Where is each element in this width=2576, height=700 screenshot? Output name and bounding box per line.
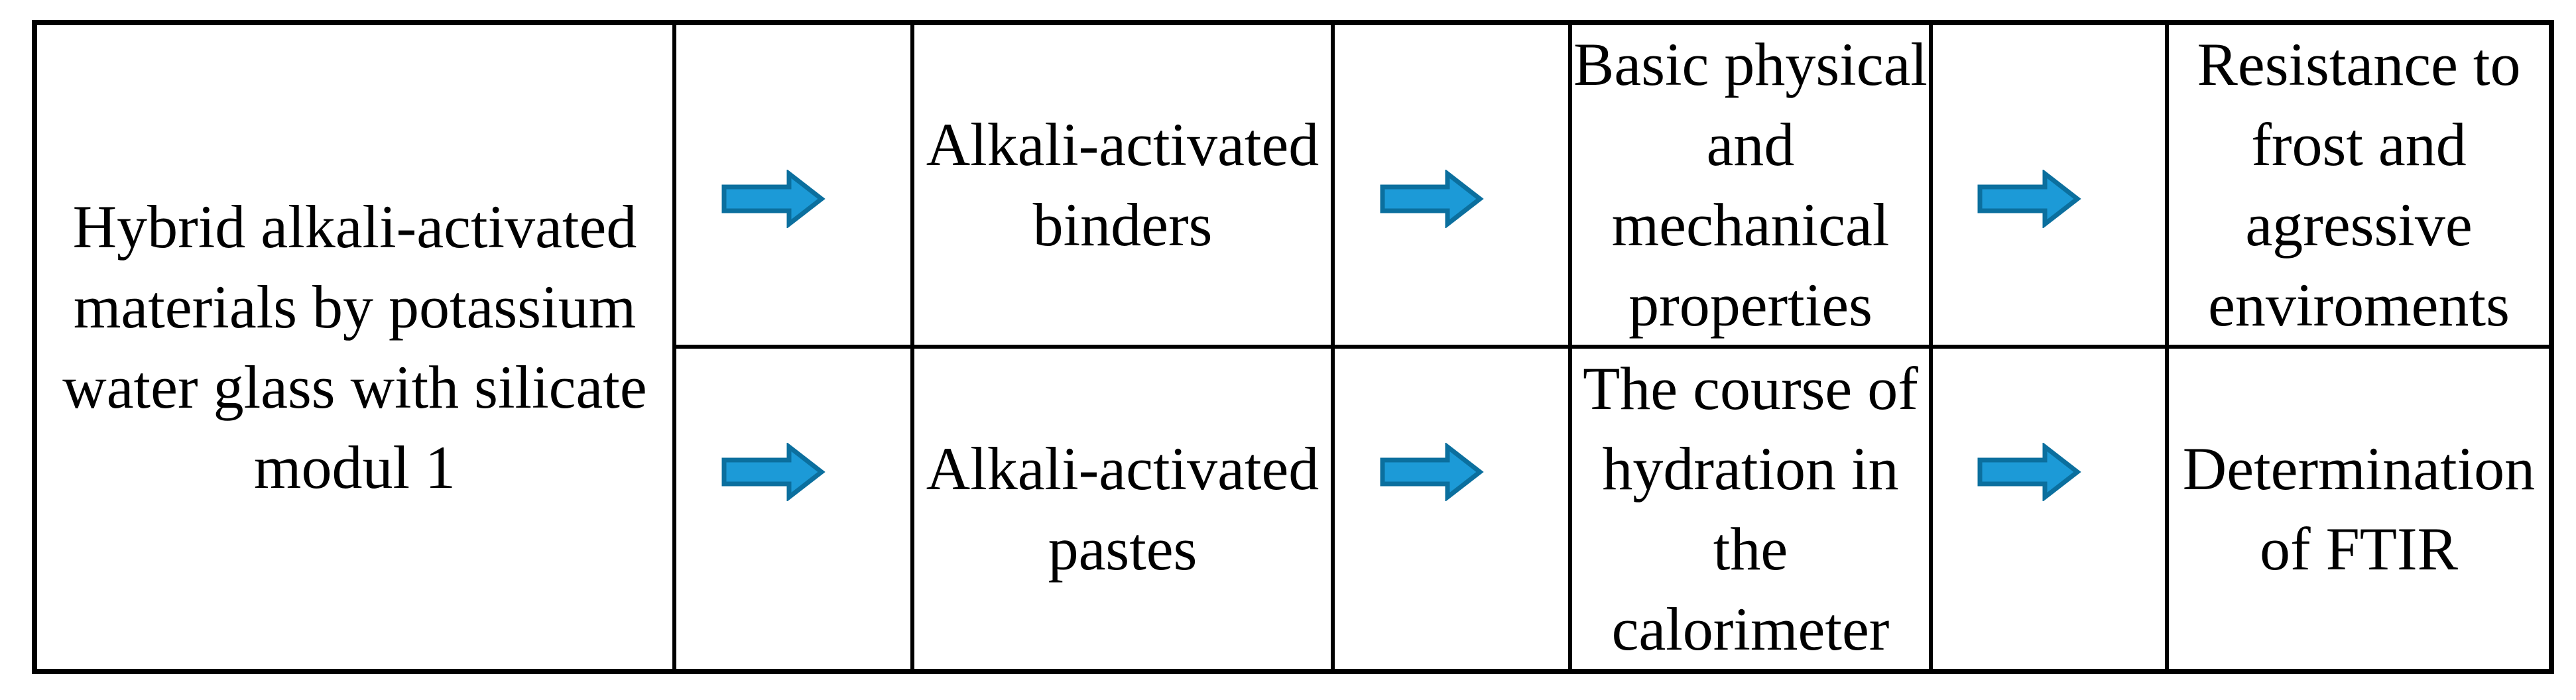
step-binders: Alkali-activated binders <box>910 25 1331 345</box>
right-block-arrow-icon <box>1977 170 2081 228</box>
right-block-arrow-icon <box>721 170 826 228</box>
step-ftir: Determination of FTIR <box>2165 345 2549 669</box>
arrow-cell-r2c2 <box>1331 345 1568 669</box>
arrow-cell-r1c2 <box>1331 25 1568 345</box>
source-box-text: Hybrid alkali-activated materials by pot… <box>62 192 647 501</box>
right-block-arrow-icon <box>1380 442 1484 501</box>
step-binders-text: Alkali-activated binders <box>926 111 1319 259</box>
source-box: Hybrid alkali-activated materials by pot… <box>37 25 672 669</box>
right-block-arrow-icon <box>721 442 826 501</box>
arrow-cell-r2c1 <box>672 345 910 669</box>
step-properties: Basic physical and mechanical properties <box>1568 25 1929 345</box>
right-block-arrow-icon <box>1380 170 1484 228</box>
step-pastes-text: Alkali-activated pastes <box>926 434 1319 583</box>
step-properties-text: Basic physical and mechanical properties <box>1573 30 1928 339</box>
flowchart-table: Hybrid alkali-activated materials by pot… <box>32 20 2554 674</box>
arrow-cell-r1c3 <box>1929 25 2165 345</box>
step-frost-resistance: Resistance to frost and agressive enviro… <box>2165 25 2549 345</box>
arrow-cell-r2c3 <box>1929 345 2165 669</box>
step-frost-resistance-text: Resistance to frost and agressive enviro… <box>2197 30 2521 339</box>
step-pastes: Alkali-activated pastes <box>910 345 1331 669</box>
step-calorimeter-text: The course of hydration in the calorimet… <box>1583 354 1918 663</box>
step-ftir-text: Determination of FTIR <box>2182 434 2536 583</box>
step-calorimeter: The course of hydration in the calorimet… <box>1568 345 1929 669</box>
arrow-cell-r1c1 <box>672 25 910 345</box>
right-block-arrow-icon <box>1977 442 2081 501</box>
